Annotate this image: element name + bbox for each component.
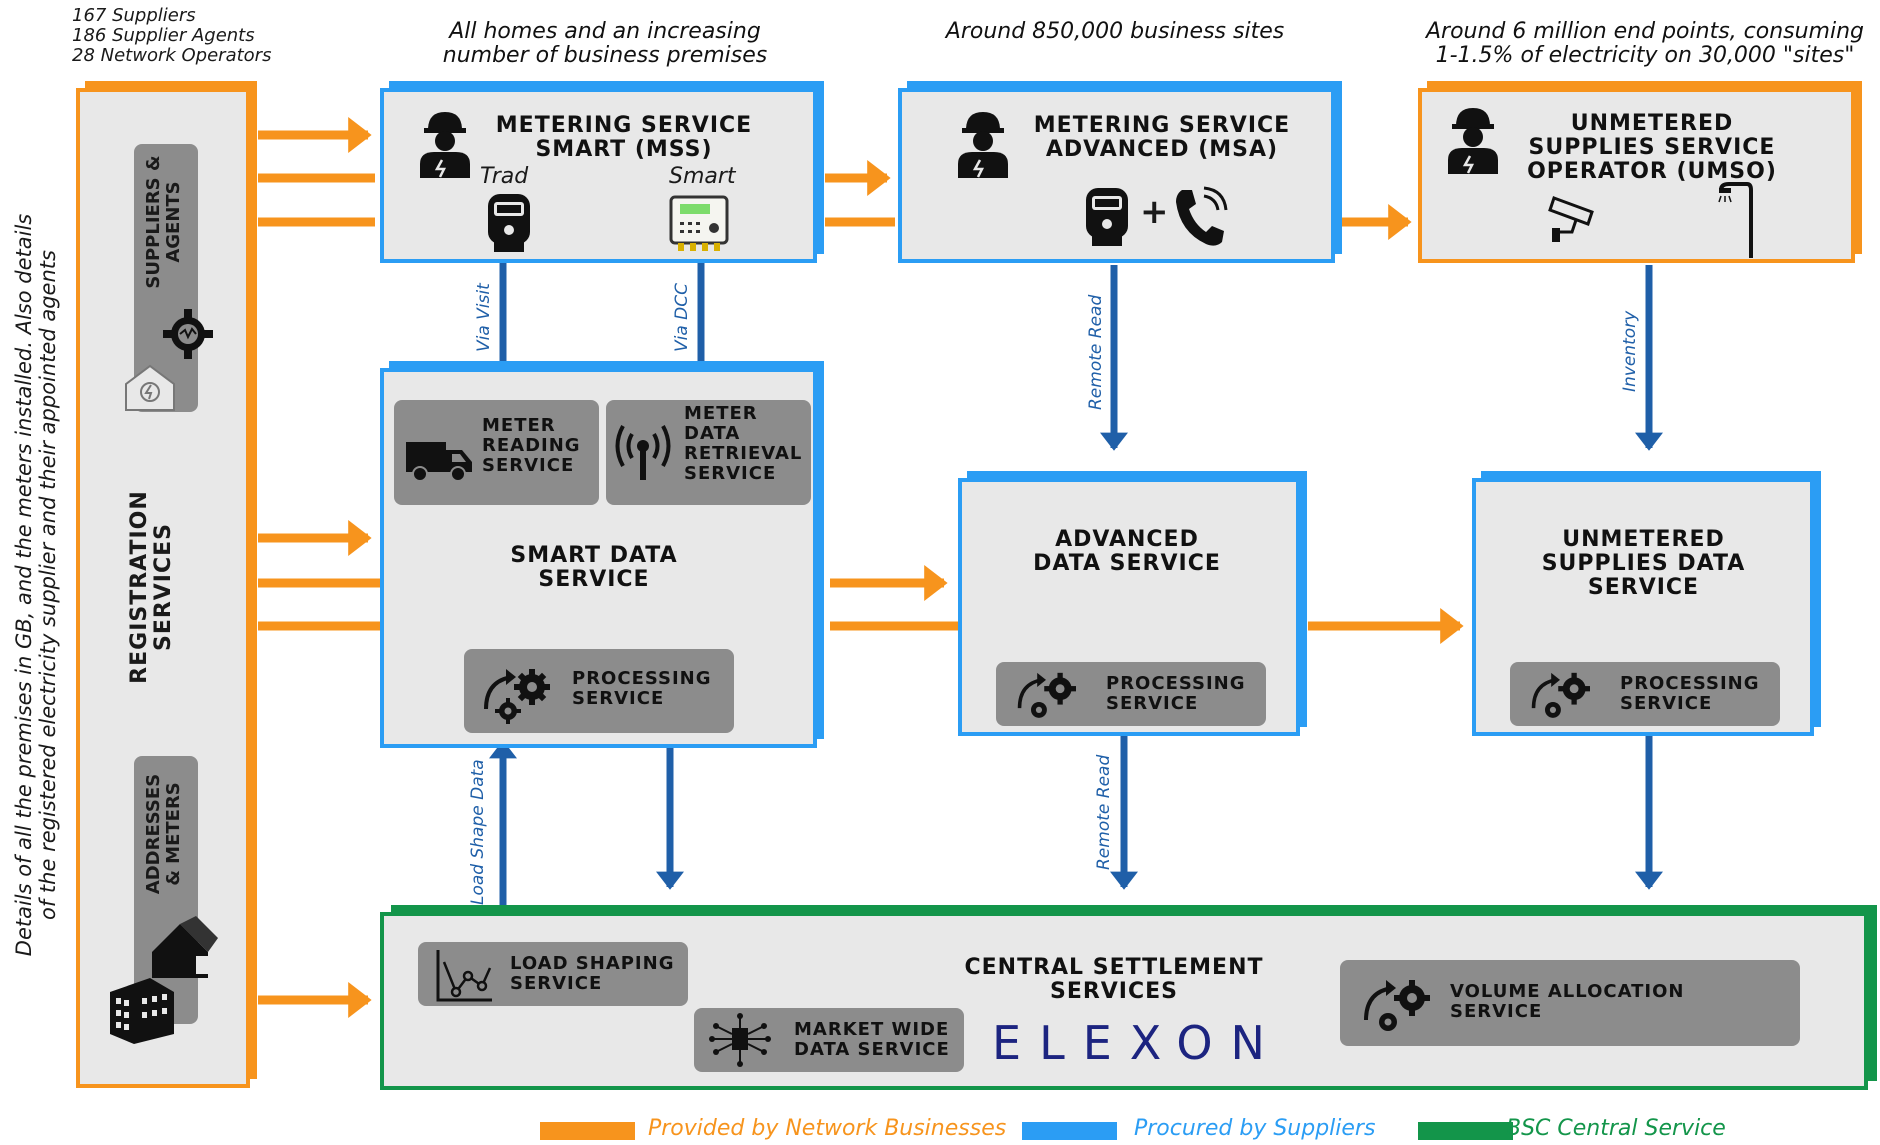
engineer-icon (420, 112, 470, 178)
central-settlement-services-box: LOAD SHAPING SERVICE MARKET WIDE DATA SE… (380, 912, 1868, 1090)
mss-smart-label: Smart (669, 164, 736, 189)
volume-allocation-label: VOLUME ALLOCATION SERVICE (1450, 981, 1685, 1022)
cctv-camera-icon (1548, 196, 1594, 242)
smart-meter-icon (669, 195, 729, 251)
mss-trad-label: Trad (480, 164, 529, 189)
processing-gears-icon (484, 669, 550, 724)
elexon-logo: ELEXON (992, 1016, 1283, 1070)
label-inventory: Inventory (1620, 310, 1640, 392)
market-wide-data-label: MARKET WIDE DATA SERVICE (794, 1019, 950, 1060)
traditional-meter-icon (488, 194, 530, 252)
meter-data-retrieval-label: METER DATA RETRIEVAL SERVICE (684, 403, 803, 484)
street-light-icon (1718, 182, 1753, 258)
meter-reading-service-panel: METER READING SERVICE (394, 400, 599, 505)
legend-label-suppliers: Procured by Suppliers (1134, 1116, 1376, 1141)
suppliers-agents-panel: SUPPLIERS & AGENTS (134, 144, 198, 412)
registration-services-label: REGISTRATION SERVICES (127, 381, 176, 684)
phone-icon (1176, 186, 1228, 246)
label-remote-read-1: Remote Read (1086, 294, 1106, 410)
legend-label-bsc: BSC Central Service (1506, 1116, 1726, 1141)
house-icon (152, 916, 218, 978)
addresses-meters-label: ADDRESSES & METERS (143, 773, 184, 895)
legend-label-network: Provided by Network Businesses (648, 1116, 1007, 1141)
label-load-shape-data: Load Shape Data (468, 759, 488, 905)
label-via-visit: Via Visit (474, 283, 494, 352)
network-document-icon (709, 1013, 771, 1067)
engineer-icon (1448, 108, 1498, 174)
legend-swatch-suppliers (1022, 1122, 1117, 1140)
sds-processing-panel: PROCESSING SERVICE (464, 649, 734, 733)
meter-data-retrieval-panel: METER DATA RETRIEVAL SERVICE (606, 400, 811, 505)
metering-service-smart-box: METERING SERVICE SMART (MSS) Trad Smart (380, 88, 817, 263)
count-suppliers: 167 Suppliers (72, 5, 196, 26)
ads-title: ADVANCED DATA SERVICE (1033, 527, 1221, 576)
processing-gears-icon (1364, 980, 1430, 1031)
market-wide-data-panel: MARKET WIDE DATA SERVICE (694, 1008, 964, 1072)
msa-title: METERING SERVICE ADVANCED (MSA) (1033, 113, 1291, 162)
metering-service-advanced-box: METERING SERVICE ADVANCED (MSA) + (898, 88, 1335, 263)
usds-title: UNMETERED SUPPLIES DATA SERVICE (1541, 527, 1746, 600)
processing-gears-icon (1531, 672, 1590, 718)
mss-title: METERING SERVICE SMART (MSS) (495, 113, 753, 162)
label-via-dcc: Via DCC (672, 282, 692, 352)
processing-gears-icon (1017, 672, 1076, 718)
supplier-house-icon (125, 364, 175, 411)
load-shaping-panel: LOAD SHAPING SERVICE (418, 942, 688, 1006)
meter-reading-service-label: METER READING SERVICE (482, 415, 581, 476)
participant-counts: 167 Suppliers 186 Supplier Agents 28 Net… (72, 6, 271, 66)
umso-title: UNMETERED SUPPLIES SERVICE OPERATOR (UMS… (1527, 111, 1777, 184)
ads-processing-label: PROCESSING SERVICE (1106, 673, 1246, 714)
sds-title: SMART DATA SERVICE (510, 543, 678, 592)
load-shaping-label: LOAD SHAPING SERVICE (510, 953, 675, 994)
note-advanced-column: Around 850,000 business sites (945, 19, 1285, 44)
plus-icon: + (1140, 192, 1169, 232)
legend-swatch-bsc (1418, 1122, 1513, 1140)
supplier-gear-icon (163, 309, 213, 359)
label-remote-read-2: Remote Read (1094, 754, 1114, 870)
usds-processing-panel: PROCESSING SERVICE (1510, 662, 1780, 726)
unmetered-supplies-data-service-box: UNMETERED SUPPLIES DATA SERVICE PROCESSI… (1472, 478, 1814, 736)
antenna-icon (615, 425, 671, 480)
van-icon (406, 442, 472, 482)
count-supplier-agents: 186 Supplier Agents (72, 25, 255, 46)
usds-processing-label: PROCESSING SERVICE (1620, 673, 1760, 714)
smart-data-service-box: METER READING SERVICE METER DATA RETRIEV… (380, 368, 817, 748)
legend-swatch-network (540, 1122, 635, 1140)
note-smart-column: All homes and an increasing number of bu… (442, 19, 768, 68)
office-building-icon (110, 978, 174, 1044)
note-unmetered-column: Around 6 million end points, consuming 1… (1425, 19, 1864, 68)
advanced-data-service-box: ADVANCED DATA SERVICE PROCESSING SERVICE (958, 478, 1300, 736)
registration-services-box: SUPPLIERS & AGENTS REGISTRATION SERVICES… (76, 88, 250, 1088)
ads-processing-panel: PROCESSING SERVICE (996, 662, 1266, 726)
umso-box: UNMETERED SUPPLIES SERVICE OPERATOR (UMS… (1418, 88, 1855, 263)
load-shaping-chart-icon (436, 950, 492, 1002)
sds-processing-label: PROCESSING SERVICE (572, 668, 712, 709)
css-title: CENTRAL SETTLEMENT SERVICES (964, 955, 1264, 1004)
count-network-operators: 28 Network Operators (72, 45, 272, 66)
advanced-meter-icon (1086, 188, 1128, 246)
suppliers-agents-label: SUPPLIERS & AGENTS (143, 155, 184, 289)
addresses-meters-panel: ADDRESSES & METERS (134, 756, 198, 1024)
engineer-icon (958, 112, 1008, 178)
volume-allocation-panel: VOLUME ALLOCATION SERVICE (1340, 960, 1800, 1046)
